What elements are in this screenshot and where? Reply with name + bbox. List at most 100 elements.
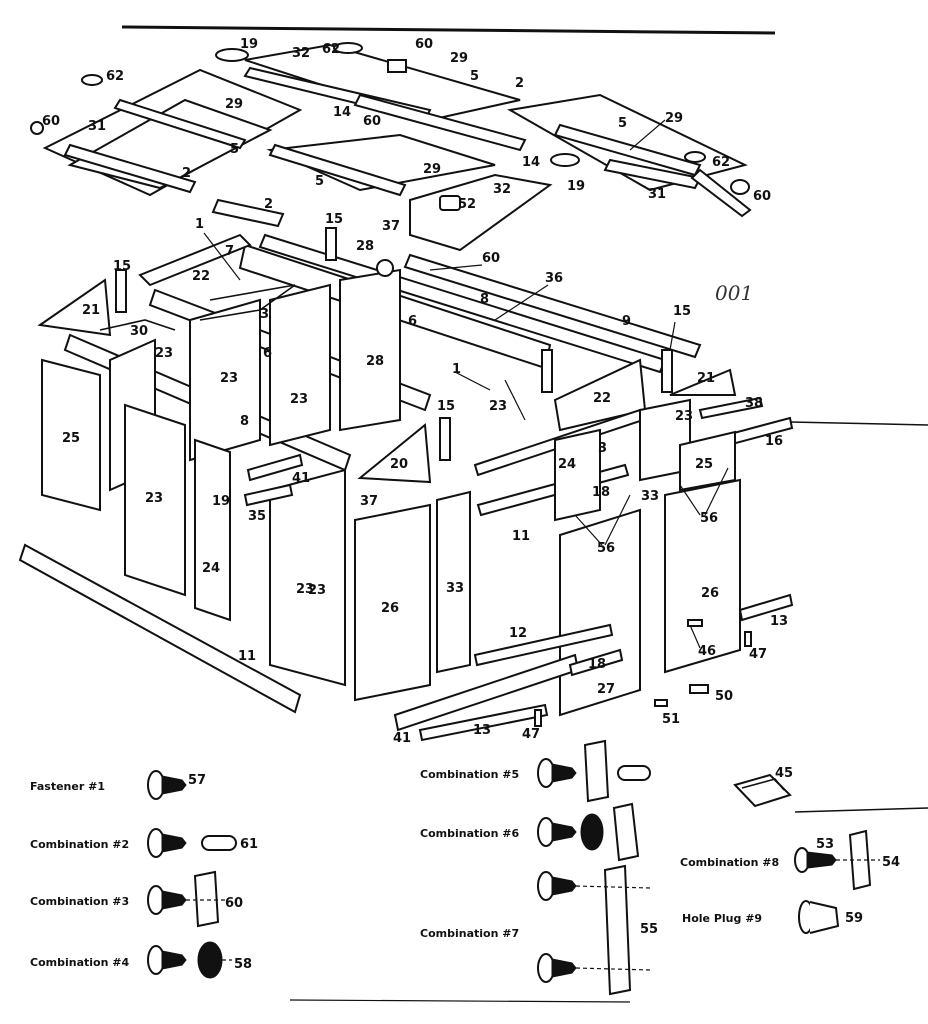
roof-assembly xyxy=(30,42,752,252)
callout-2-loose: 2 xyxy=(264,197,273,212)
legend-combo-7-label: Combination #7 xyxy=(420,927,519,940)
callout-15-center: 15 xyxy=(437,399,455,414)
callout-6-mid: 6 xyxy=(263,346,272,361)
callout-60-frame: 60 xyxy=(482,251,500,266)
callout-56-right: 56 xyxy=(700,511,718,526)
legend-fastener-1-label: Fastener #1 xyxy=(30,780,105,793)
post-15-left xyxy=(115,269,127,313)
roof-rail-right-end xyxy=(690,168,752,218)
callout-29-middle: 29 xyxy=(423,162,441,177)
brace-3-left xyxy=(199,284,296,321)
callout-24-right: 24 xyxy=(558,457,576,472)
callout-37-top: 37 xyxy=(382,219,400,234)
floor-rail-11-left xyxy=(18,543,302,714)
callout-25-left: 25 xyxy=(62,431,80,446)
back-panel-23-b xyxy=(189,298,261,462)
callout-8-front: 8 xyxy=(240,414,249,429)
top-scan-line xyxy=(121,25,776,35)
legend-combo-4-label: Combination #4 xyxy=(30,956,129,969)
roof-bracket-19-top xyxy=(215,48,249,62)
callout-8-top: 8 xyxy=(480,292,489,307)
callout-24-left: 24 xyxy=(202,561,220,576)
callout-23-back: 23 xyxy=(290,392,308,407)
callout-11-left: 11 xyxy=(238,649,256,664)
floor-rail-12 xyxy=(473,623,614,667)
hole-plug-icon xyxy=(798,900,840,934)
legend-combo-5-label: Combination #5 xyxy=(420,768,519,781)
roof-rail-middle xyxy=(268,143,407,197)
legend-combo-3-part: 60 xyxy=(225,896,243,911)
callout-15-top: 15 xyxy=(325,212,343,227)
callout-18-right: 18 xyxy=(592,485,610,500)
callout-2-left: 2 xyxy=(182,166,191,181)
roof-ridge-cap xyxy=(409,173,553,252)
callout-5-left: 5 xyxy=(230,142,239,157)
callout-37-front: 37 xyxy=(360,494,378,509)
callout-31-left: 31 xyxy=(88,119,106,134)
handle-46 xyxy=(687,619,703,627)
roof-rail-left-1 xyxy=(113,98,247,150)
callout-46-door: 46 xyxy=(698,644,716,659)
legend-combo-8-part-b: 54 xyxy=(882,855,900,870)
callout-60-left: 60 xyxy=(42,114,60,129)
post-15-right xyxy=(661,349,673,393)
post-15-mid xyxy=(541,349,553,393)
callout-2-top: 2 xyxy=(515,76,524,91)
callout-60-top: 60 xyxy=(415,37,433,52)
legend-plug-9-part: 59 xyxy=(845,911,863,926)
callout-9-right: 9 xyxy=(622,314,631,329)
callout-23-front: 23 xyxy=(296,582,314,597)
callout-50: 50 xyxy=(715,689,733,704)
part-47-front xyxy=(534,709,542,727)
legend-combo-8-part-a: 53 xyxy=(816,837,834,852)
callout-19-left: 19 xyxy=(212,494,230,509)
legend-combo-6-label: Combination #6 xyxy=(420,827,519,840)
callout-29-top: 29 xyxy=(450,51,468,66)
callout-13-right: 13 xyxy=(770,614,788,629)
fastener-legend: Fastener #1 57 Combination #2 61 Combina… xyxy=(30,739,900,996)
callout-47-right: 47 xyxy=(749,647,767,662)
front-panel-23 xyxy=(269,468,346,687)
callout-11-mid: 11 xyxy=(512,529,530,544)
callout-36-frame: 36 xyxy=(545,271,563,286)
top-beam-9 xyxy=(403,253,702,359)
callout-23-center: 23 xyxy=(489,399,507,414)
callout-30-left: 30 xyxy=(130,324,148,339)
callout-22-left: 22 xyxy=(192,269,210,284)
roof-knob-60-left xyxy=(30,121,44,135)
callout-33-right: 33 xyxy=(641,489,659,504)
floor-rail-13-front xyxy=(418,703,549,742)
part-47-right xyxy=(744,631,752,647)
roof-clip-60-top xyxy=(387,59,407,73)
roof-panel-right xyxy=(507,93,748,192)
roof-rail-right-2 xyxy=(603,158,702,190)
callout-51: 51 xyxy=(662,712,680,727)
callout-62-right: 62 xyxy=(712,155,730,170)
screw-plate-spacer-icon xyxy=(537,739,651,803)
callout-5-middle: 5 xyxy=(315,174,324,189)
callout-41-left: 41 xyxy=(292,471,310,486)
screw-and-spacer-icon xyxy=(147,828,237,858)
roof-rail-left-2 xyxy=(63,143,197,194)
two-screws-and-strip-icon xyxy=(537,864,651,996)
callout-60-right: 60 xyxy=(753,189,771,204)
screw-and-bracket-icon xyxy=(794,829,880,891)
callout-19-right: 19 xyxy=(567,179,585,194)
top-beam-22-left xyxy=(138,233,252,287)
gable-20-front xyxy=(357,423,432,484)
callout-27-door: 27 xyxy=(597,682,615,697)
callout-15-right: 15 xyxy=(673,304,691,319)
callout-33-front: 33 xyxy=(446,581,464,596)
frame-assembly xyxy=(18,227,794,742)
callout-19-top: 19 xyxy=(240,37,258,52)
gable-21-left xyxy=(37,278,112,337)
callout-26-front: 26 xyxy=(381,601,399,616)
callout-32-top: 32 xyxy=(292,46,310,61)
bottom-scan-line xyxy=(289,999,631,1003)
leader-lines xyxy=(203,119,729,649)
legend-fastener-1-part: 57 xyxy=(188,773,206,788)
callout-41-front: 41 xyxy=(393,731,411,746)
callout-29-right: 29 xyxy=(665,111,683,126)
screw-and-plate-icon xyxy=(147,870,225,928)
